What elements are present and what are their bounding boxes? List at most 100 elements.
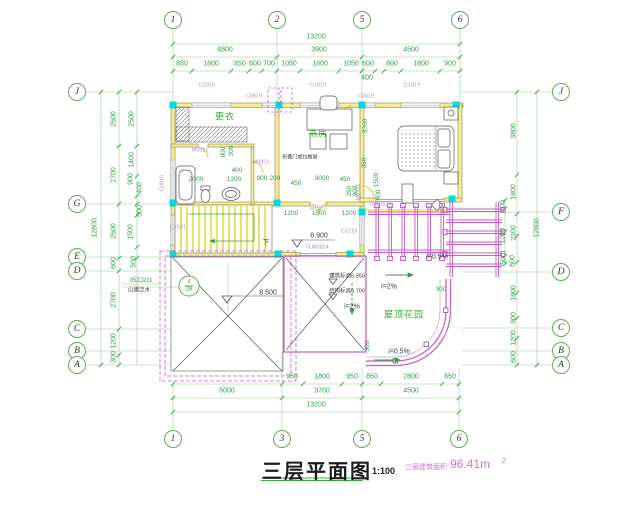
dimension-label: 13200 [306, 401, 326, 409]
dimension-label: 2700 [110, 292, 118, 308]
grid-bubble-2: 2 [268, 11, 286, 29]
dimension-label: 3000 [314, 174, 330, 182]
room-label-roof-garden: 屋顶花园 [383, 309, 425, 320]
dimension-label: 1200 [510, 330, 518, 346]
slope-label: i=2% [344, 303, 360, 311]
dimension-label: 1300 [226, 175, 242, 183]
dimension-label: 1050 [343, 60, 359, 68]
opening-code-label: C0619 [245, 93, 263, 100]
dimension-label: 400 [499, 200, 507, 212]
dimension-label: 300 [110, 351, 118, 363]
dimension-label: 200 [269, 174, 281, 182]
dimension-label: 700 [263, 60, 275, 68]
dimension-label: 2800 [403, 373, 419, 381]
dimension-label: 850 [176, 60, 188, 68]
staircase [174, 204, 273, 254]
dimension-label: 1200 [341, 209, 357, 217]
title-underline [261, 477, 363, 481]
dimension-label: 500 [136, 205, 144, 217]
dimension-label: 400 [136, 182, 144, 194]
opening-code-label: M0921 [252, 159, 270, 166]
dimension-label: 400 [374, 189, 382, 201]
grid-bubble-C: C [552, 319, 570, 337]
opening-code-label: M0921 [355, 183, 362, 201]
opening-code-label: C1219 [340, 228, 358, 235]
dimension-label: 1050 [281, 60, 297, 68]
level-6900: 6.900 [310, 232, 328, 240]
dimension-label: 200 [227, 145, 235, 157]
opening-code-label: C1819 [198, 82, 216, 89]
grid-bubble-J: J [68, 83, 86, 101]
dimension-label: 2500 [110, 111, 118, 127]
grid-lines [85, 28, 552, 430]
dimension-label: 2500 [110, 223, 118, 239]
grid-bubble-1: 1 [164, 430, 182, 448]
dimension-label: 12800 [91, 218, 99, 238]
grid-bubble-J: J [552, 83, 570, 101]
pergola-vertical [442, 202, 506, 277]
grid-bubble-F: F [552, 203, 570, 221]
grid-bubble-D: D [552, 263, 570, 281]
grid-bubble-D: D [68, 262, 86, 280]
level-struct-6700: 结构标高6.700 [329, 288, 365, 295]
opening-code-label: C0915 [159, 174, 166, 192]
dimension-label: 900 [444, 60, 456, 68]
slope-label: i=0.5% [388, 348, 410, 356]
dimension-label: 3700 [361, 118, 369, 134]
dimension-label: 950 [346, 373, 358, 381]
grid-bubble-5: 5 [353, 430, 371, 448]
dimension-label: 1500 [311, 209, 327, 217]
opening-code-label: M0821 [191, 147, 209, 154]
slope-label: i=0.5% [426, 253, 448, 261]
dimension-label: 1800 [314, 373, 330, 381]
floor-area-value: 96.41m [450, 457, 491, 471]
dimension-label: 850 [366, 373, 378, 381]
dimension-label: 1800 [413, 60, 429, 68]
dimension-label: 4500 [403, 46, 419, 54]
dimension-label: 600 [362, 60, 374, 68]
level-arch-6850: 建筑标高6.850 [329, 273, 365, 280]
dimension-label: 500 [500, 253, 508, 265]
grid-bubble-5: 5 [353, 11, 371, 29]
dimension-label: 400 [231, 166, 243, 174]
floor-area-label: 三层建筑面积 [405, 464, 447, 471]
roof-garden [283, 255, 367, 353]
dimension-label: 2700 [110, 167, 118, 183]
dimension-label: 900 [510, 312, 518, 324]
dimension-label: 13200 [306, 33, 326, 41]
opening-code-label: M1521 [309, 205, 327, 212]
dimension-label: 900 [127, 173, 135, 185]
hip-roof [159, 250, 297, 382]
dimension-label: 12800 [533, 218, 541, 238]
dimension-label: 1200 [499, 228, 507, 244]
flue-boxes [267, 87, 293, 113]
dimension-label: 800 [219, 146, 227, 158]
opening-code-label: C0619 [357, 93, 375, 100]
dimension-label: 450 [339, 175, 351, 183]
dimension-label: 1200 [283, 209, 299, 217]
opening-code-label: C1521 [169, 224, 187, 231]
opening-code-label: TLM1824 [305, 244, 329, 251]
floor-area-superscript: 2 [502, 458, 506, 465]
grid-bubble-A: A [552, 356, 570, 374]
dimension-label: 600 [510, 351, 518, 363]
terrace-curved-wall [366, 279, 452, 367]
dimension-label: 850 [234, 60, 246, 68]
dimension-label: 3800 [510, 123, 518, 139]
stair-down-label: 下 [262, 239, 270, 247]
drawing-title: 三层平面图 [262, 461, 372, 483]
dimension-label: 500 [130, 256, 138, 268]
grid-bubble-1: 1 [164, 11, 182, 29]
pergola-horizontal [368, 203, 450, 261]
dimension-label: 950 [286, 373, 298, 381]
dimension-label: 1200 [110, 333, 118, 349]
dimension-label: 3900 [311, 46, 327, 54]
dimension-label: 600 [509, 255, 517, 267]
opening-code-label: TLM2824 [368, 201, 392, 208]
dimension-label: 1800 [312, 60, 328, 68]
drawing-scale: 1:100 [372, 466, 396, 476]
dimension-label: 2100 [510, 225, 518, 241]
dimension-label: 4800 [217, 46, 233, 54]
